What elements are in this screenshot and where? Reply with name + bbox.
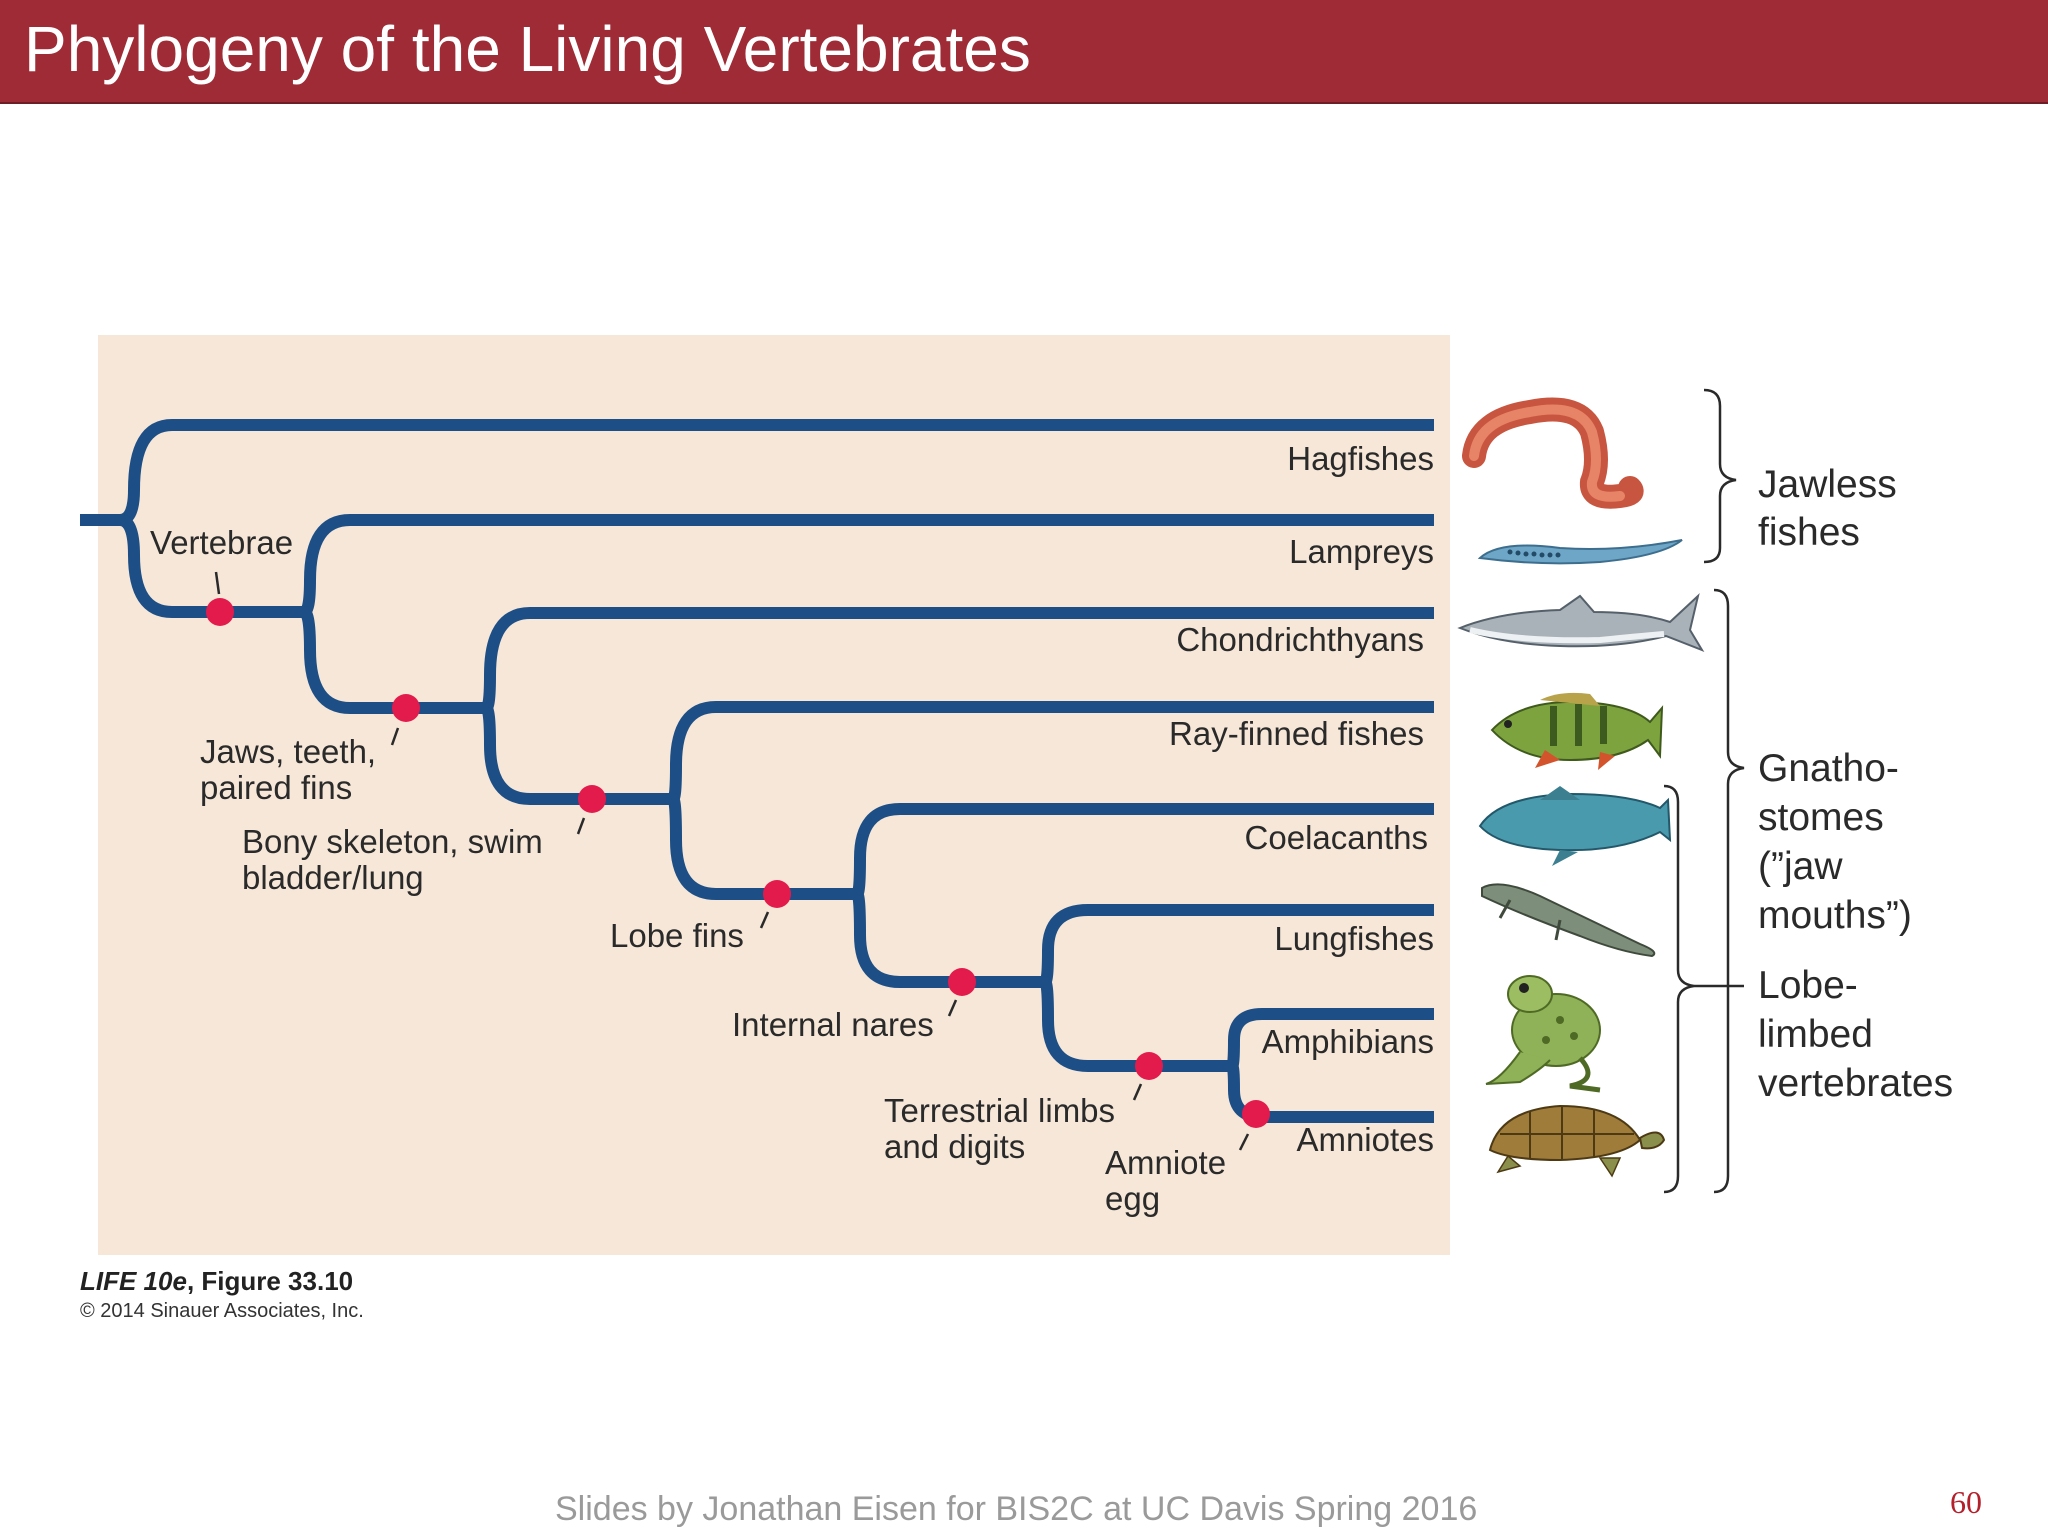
slide-footer: Slides by Jonathan Eisen for BIS2C at UC…: [555, 1490, 1478, 1528]
taxon-label: Amphibians: [1262, 1023, 1434, 1060]
trait-label: Vertebrae: [150, 524, 293, 561]
taxon-label: Ray-finned fishes: [1169, 715, 1424, 752]
leader-line: [576, 817, 586, 835]
credit-book: LIFE 10e: [80, 1266, 187, 1296]
group-label: Lobe-: [1758, 964, 1858, 1007]
taxon-label: Lampreys: [1289, 533, 1434, 570]
figure-panel: [98, 335, 1450, 1255]
trait-label: Lobe fins: [610, 917, 744, 954]
trait-label: egg: [1105, 1180, 1160, 1217]
leader-line: [1132, 1083, 1143, 1101]
taxon-label: Coelacanths: [1245, 819, 1428, 856]
shark-icon: [1457, 593, 1705, 652]
group-label: limbed: [1758, 1013, 1873, 1056]
taxon-label: Lungfishes: [1274, 920, 1434, 957]
figure-copyright: © 2014 Sinauer Associates, Inc.: [80, 1300, 364, 1322]
trait-node: [1135, 1052, 1163, 1080]
frog-icon: [1485, 975, 1601, 1093]
trait-nodes: [206, 598, 1270, 1128]
group-label: vertebrates: [1758, 1062, 1953, 1105]
credit-figure-number: , Figure 33.10: [186, 1266, 354, 1296]
trait-node: [578, 785, 606, 813]
label-leader-lines: [214, 571, 1250, 1151]
lamprey-icon: [1477, 539, 1683, 565]
turtle-icon: [1488, 1104, 1666, 1178]
trait-label: Bony skeleton, swim: [242, 823, 543, 860]
leader-line: [214, 571, 221, 595]
trait-label: Jaws, teeth,: [200, 733, 376, 770]
branch-gnathostomes: [300, 606, 486, 714]
leader-line: [390, 727, 400, 746]
leader-line: [1238, 1133, 1250, 1151]
bracket-gnathostomes: [1713, 588, 1745, 1194]
branch-tetrapods: [1039, 976, 1232, 1072]
group-brackets: [1663, 388, 1745, 1194]
title-bar: Phylogeny of the Living Vertebrates: [0, 0, 2048, 104]
coelacanth-icon: [1478, 786, 1672, 866]
group-label: Gnatho-: [1758, 747, 1899, 790]
bracket-lobe-limbed: [1663, 784, 1695, 1194]
branch-vertebrates: [119, 514, 304, 618]
taxon-label: Chondrichthyans: [1176, 621, 1424, 658]
figure-credit: LIFE 10e, Figure 33.10: [80, 1266, 353, 1297]
branch-lobe-fins: [667, 793, 857, 900]
group-label: mouths”): [1758, 894, 1912, 937]
trait-node: [1242, 1100, 1270, 1128]
trait-node: [763, 880, 791, 908]
trait-node: [206, 598, 234, 626]
trait-label: bladder/lung: [242, 859, 424, 896]
trait-label: paired fins: [200, 769, 352, 806]
leader-line: [759, 911, 770, 929]
hagfish-icon: [1462, 397, 1644, 509]
trait-label: Terrestrial limbs: [884, 1092, 1115, 1129]
taxon-label: Hagfishes: [1287, 440, 1434, 477]
trait-label: Internal nares: [732, 1006, 934, 1043]
lungfish-icon: [1481, 883, 1656, 958]
branch-internal-nares: [851, 888, 1045, 988]
group-label: stomes: [1758, 796, 1884, 839]
page-number: 60: [1950, 1484, 1982, 1520]
slide-title: Phylogeny of the Living Vertebrates: [24, 13, 1031, 85]
taxon-labels: HagfishesLampreysChondrichthyansRay-finn…: [1169, 440, 1434, 1158]
taxon-label: Amniotes: [1296, 1121, 1434, 1158]
perch-icon: [1490, 692, 1664, 770]
trait-node: [948, 968, 976, 996]
tree-branches: [80, 419, 1434, 1123]
trait-label: and digits: [884, 1128, 1025, 1165]
group-label: fishes: [1758, 511, 1860, 554]
bracket-jawless: [1703, 388, 1737, 564]
branch-osteichthyans: [481, 702, 673, 805]
group-label: (”jaw: [1758, 845, 1843, 888]
leader-line: [947, 999, 958, 1017]
trait-label: Amniote: [1105, 1144, 1226, 1181]
group-label: Jawless: [1758, 463, 1897, 506]
trait-node: [392, 694, 420, 722]
